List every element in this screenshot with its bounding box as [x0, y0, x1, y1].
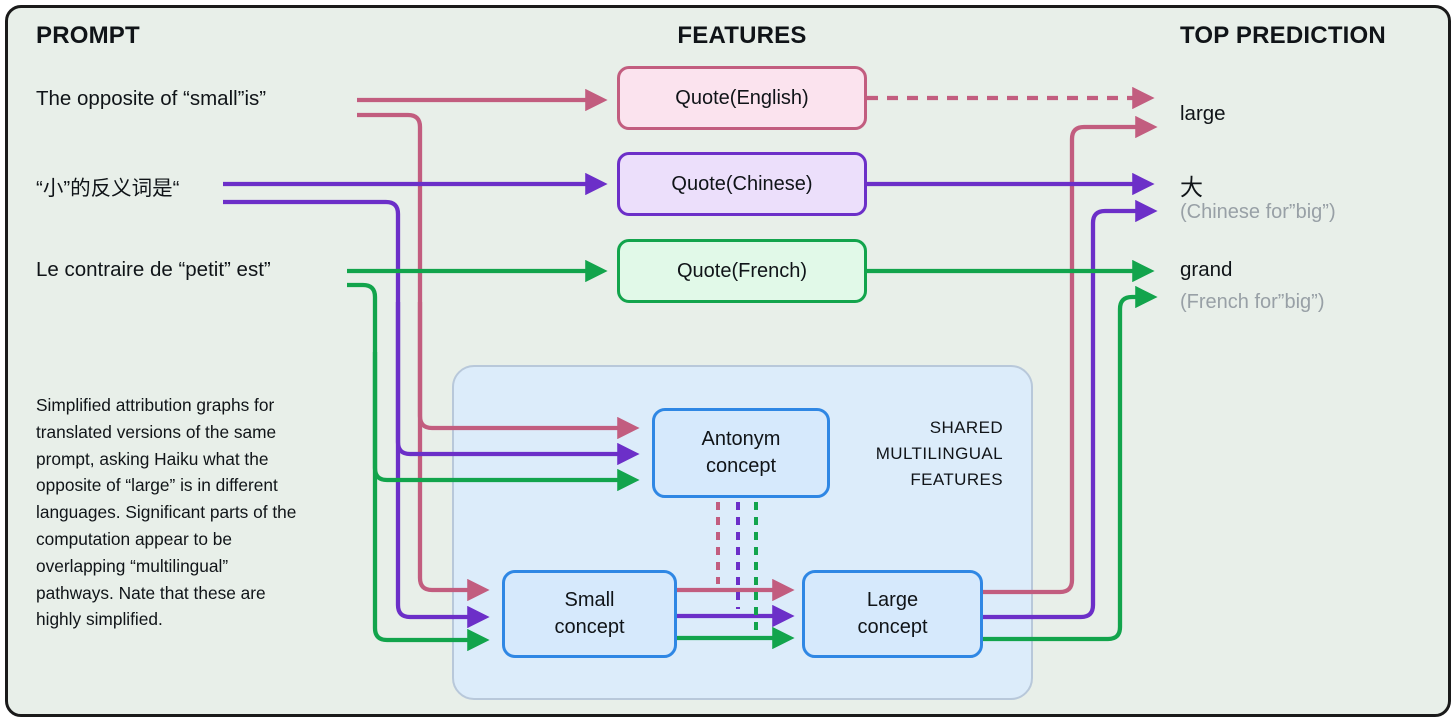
- shared-multilingual-label: SHARED MULTILINGUAL FEATURES: [876, 415, 1003, 493]
- caption-line: highly simplified.: [36, 609, 163, 630]
- caption-line: translated versions of the same: [36, 421, 277, 442]
- concept-label-line: Antonym: [701, 428, 781, 450]
- caption-text: Simplified attribution graphs for transl…: [36, 392, 296, 633]
- arrow-large-to-prediction-chinese: [983, 199, 1158, 620]
- arrow-large-to-prediction-english: [983, 115, 1158, 595]
- prediction-chinese-note: (Chinese for”big”): [1180, 201, 1336, 223]
- prompt-french: Le contraire de “petit” est”: [36, 258, 271, 281]
- concept-label-line: concept: [857, 616, 928, 638]
- prompt-chinese: “小”的反义词是“: [36, 177, 180, 200]
- caption-line: overlapping “multilingual”: [36, 555, 229, 576]
- column-header-prompt: PROMPT: [36, 22, 140, 49]
- column-header-top-prediction: TOP PREDICTION: [1180, 22, 1386, 49]
- feature-box-quote-french: Quote(French): [617, 239, 867, 303]
- feature-label: Quote(Chinese): [671, 172, 813, 195]
- caption-line: opposite of “large” is in different: [36, 475, 278, 496]
- prediction-chinese: 大: [1180, 174, 1203, 200]
- concept-box-large: Large concept: [802, 570, 983, 658]
- french-pathways: [347, 259, 1158, 652]
- prediction-french: grand: [1180, 258, 1233, 281]
- shared-label-line: MULTILINGUAL: [875, 444, 1003, 463]
- arrow-english-prompt-to-small: [417, 302, 490, 602]
- feature-label: Quote(French): [676, 259, 808, 282]
- shared-label-line: SHARED: [929, 418, 1003, 437]
- prediction-english: large: [1180, 102, 1226, 125]
- arrow-chinese-prompt-to-small: [395, 302, 490, 629]
- concept-label-line: Small: [564, 589, 615, 611]
- concept-label-line: Large: [866, 589, 919, 611]
- caption-line: prompt, asking Haiku what the: [36, 448, 269, 469]
- feature-box-quote-chinese: Quote(Chinese): [617, 152, 867, 216]
- concept-box-small: Small concept: [502, 570, 677, 658]
- caption-line: computation appear to be: [36, 528, 232, 549]
- concept-label-line: concept: [554, 616, 625, 638]
- feature-label: Quote(English): [675, 86, 809, 109]
- arrow-french-prompt-to-antonym: [347, 282, 640, 492]
- feature-box-quote-english: Quote(English): [617, 66, 867, 130]
- prompt-english: The opposite of “small”is”: [36, 87, 267, 110]
- arrow-french-prompt-to-small: [372, 352, 490, 652]
- chinese-pathways: [223, 172, 1158, 629]
- caption-line: languages. Significant parts of the: [36, 502, 297, 523]
- prediction-french-note: (French for”big”): [1180, 291, 1325, 313]
- shared-label-line: FEATURES: [910, 470, 1003, 489]
- arrow-large-to-prediction-french: [983, 285, 1158, 642]
- concept-box-antonym: Antonym concept: [652, 408, 830, 498]
- concept-label-line: concept: [705, 455, 777, 477]
- column-header-features: FEATURES: [677, 22, 807, 49]
- caption-line: Simplified attribution graphs for: [36, 395, 275, 415]
- caption-line: pathways. Nate that these are: [36, 582, 266, 603]
